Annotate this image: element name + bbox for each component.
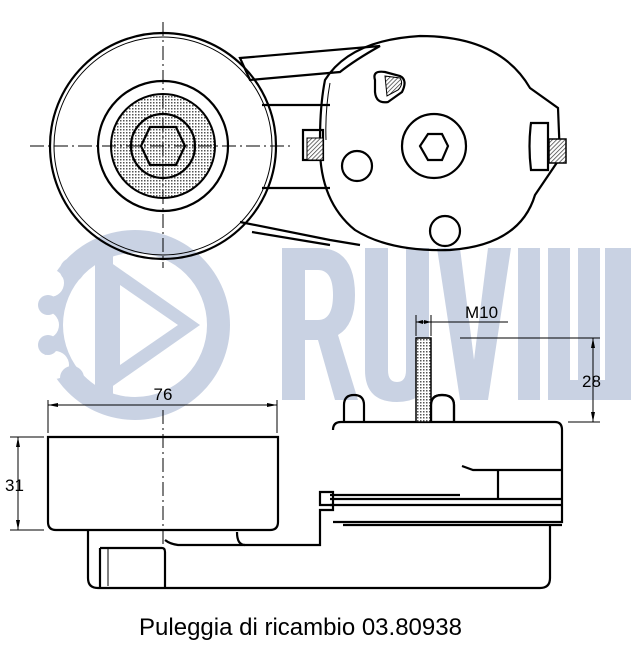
ruville-wordmark xyxy=(282,248,631,402)
adjuster-slot xyxy=(373,70,406,104)
threaded-stud xyxy=(415,337,456,423)
dim-label-stud-length: 28 xyxy=(582,372,601,391)
tensioner-top-view xyxy=(30,22,567,268)
dimension-annotations: 76 31 M10 28 xyxy=(5,303,601,531)
dimension-28: 28 xyxy=(460,337,601,423)
tensioner-housing xyxy=(301,34,567,252)
pulley-front-view xyxy=(30,22,290,268)
ruville-watermark xyxy=(31,230,631,420)
ruville-logo-icon xyxy=(31,230,230,420)
dim-label-thread: M10 xyxy=(465,303,498,322)
pulley-side-view xyxy=(46,410,280,548)
part-caption: Puleggia di ricambio 03.80938 xyxy=(139,614,462,641)
dim-label-width: 31 xyxy=(5,476,24,495)
dimension-76: 76 xyxy=(47,385,278,433)
dimension-m10: M10 xyxy=(415,303,508,336)
tensioner-side-view xyxy=(46,337,564,590)
dim-label-diameter: 76 xyxy=(154,385,173,404)
dimension-31: 31 xyxy=(5,436,44,531)
tensioner-body-side xyxy=(318,337,564,527)
